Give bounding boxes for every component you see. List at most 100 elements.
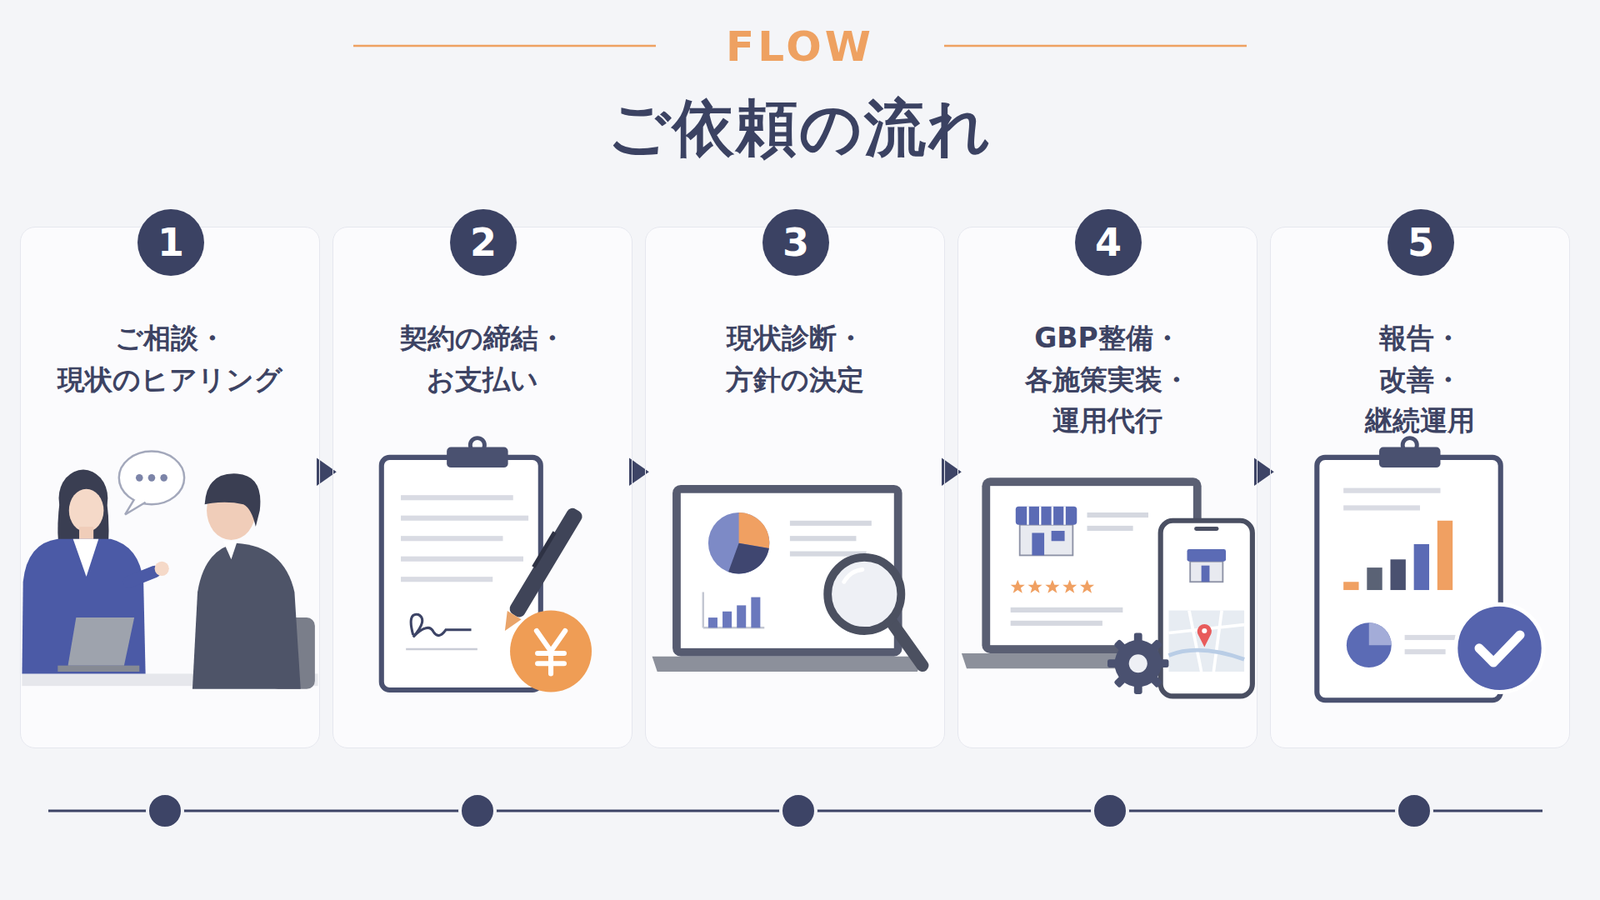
consultation-illustration-part bbox=[135, 474, 144, 482]
report-illustration-part bbox=[1455, 604, 1544, 692]
gbp-illustration-part-part bbox=[1087, 525, 1134, 531]
consultation-illustration-part bbox=[155, 561, 170, 576]
contract-illustration-part-part bbox=[507, 505, 585, 620]
card-body: 報告・改善・ 継続運用 bbox=[1280, 317, 1560, 442]
consultation-illustration-part bbox=[73, 539, 100, 577]
step-card: 現状診断・ 方針の決定 3 bbox=[645, 226, 945, 749]
step-number: 4 bbox=[1095, 223, 1122, 262]
gbp-illustration-part bbox=[1027, 506, 1065, 525]
diagnosis-illustration-part bbox=[702, 591, 705, 628]
timeline-part-part bbox=[147, 793, 183, 829]
report-illustration-part bbox=[1390, 559, 1405, 590]
diagnosis-illustration-part bbox=[728, 543, 770, 575]
report-illustration-part-part bbox=[1405, 649, 1446, 655]
timeline-part-part bbox=[780, 793, 816, 829]
flow-arrow bbox=[632, 470, 645, 474]
timeline bbox=[48, 793, 1543, 829]
step-heading: GBP整備・ 各施策実装・ 運用代行 bbox=[1025, 317, 1190, 442]
diagnosis-illustration-part bbox=[652, 656, 923, 672]
gbp-illustration-part-part bbox=[1010, 620, 1103, 626]
step-heading: 現状診断・ 方針の決定 bbox=[725, 317, 865, 400]
report-illustration-part bbox=[1343, 581, 1359, 590]
gbp-illustration-part-part bbox=[1062, 580, 1077, 594]
gbp-illustration-part bbox=[1051, 530, 1065, 541]
gbp-illustration-part-part bbox=[1113, 639, 1163, 689]
step-heading: 報告・改善・ 継続運用 bbox=[1365, 317, 1475, 442]
timeline-part-part bbox=[1396, 793, 1432, 829]
card-fill-part bbox=[645, 226, 945, 749]
step-heading: 契約の締結・ お支払い bbox=[400, 317, 566, 400]
card-body: 現状診断・ 方針の決定 bbox=[655, 317, 935, 400]
consultation-illustration-part bbox=[148, 474, 156, 482]
consultation-illustration-part bbox=[119, 451, 185, 505]
gbp-illustration-part bbox=[1194, 526, 1219, 531]
consultation-illustration-part bbox=[205, 473, 261, 527]
flow-arrow bbox=[945, 470, 958, 474]
card-fill-part bbox=[957, 226, 1258, 749]
report-illustration-part bbox=[1414, 544, 1430, 590]
gbp-illustration-part bbox=[1107, 632, 1169, 694]
report-illustration-part bbox=[1379, 447, 1440, 468]
step-number-circle: 5 bbox=[1387, 209, 1455, 276]
page-title: ご依頼の流れ bbox=[0, 96, 1600, 159]
flow-rule-part bbox=[353, 45, 656, 48]
contract-illustration-part-part bbox=[531, 530, 556, 569]
card-body: 契約の締結・ お支払い bbox=[343, 317, 622, 400]
step-number: 5 bbox=[1407, 223, 1435, 262]
gbp-illustration-part bbox=[1015, 506, 1077, 525]
step-number: 1 bbox=[157, 223, 185, 262]
section-label: FLOW bbox=[0, 25, 1600, 68]
card-body: ご相談・ 現状のヒアリング bbox=[30, 317, 310, 400]
diagnosis-illustration-part-part bbox=[722, 611, 732, 629]
contract-illustration-part bbox=[400, 495, 529, 582]
diagnosis-illustration-part bbox=[790, 520, 872, 557]
gbp-illustration-part-part bbox=[1010, 580, 1025, 594]
timeline-part bbox=[147, 793, 1432, 829]
consultation-illustration-part bbox=[129, 571, 155, 582]
report-illustration-part bbox=[1346, 622, 1392, 668]
diagnosis-illustration-part-part bbox=[750, 597, 760, 629]
contract-illustration-part-part bbox=[400, 576, 493, 582]
gbp-illustration-part bbox=[1168, 610, 1245, 672]
contract-illustration-part-part bbox=[400, 535, 503, 541]
consultation-illustration-part bbox=[68, 617, 135, 666]
diagnosis-illustration-part bbox=[708, 512, 770, 574]
gbp-illustration-part bbox=[1187, 549, 1227, 562]
timeline-part-part bbox=[460, 793, 495, 829]
gbp-illustration-part bbox=[1129, 654, 1148, 673]
step-number: 3 bbox=[782, 223, 810, 262]
gbp-illustration-part bbox=[1020, 525, 1074, 556]
report-illustration-part bbox=[1369, 622, 1392, 645]
step-heading: ご相談・ 現状のヒアリング bbox=[57, 317, 283, 400]
gbp-illustration-part bbox=[1010, 512, 1149, 626]
consultation-illustration-part bbox=[160, 474, 168, 482]
contract-illustration-part bbox=[536, 630, 565, 674]
report-illustration-part bbox=[1437, 520, 1453, 590]
contract-illustration-part bbox=[510, 610, 592, 693]
flow-arrow bbox=[1257, 470, 1270, 474]
contract-illustration bbox=[381, 438, 592, 693]
timeline-part-part bbox=[1092, 793, 1128, 829]
gbp-illustration-part-part bbox=[1080, 580, 1095, 594]
report-illustration-part-part bbox=[1343, 505, 1420, 510]
card-fill bbox=[20, 226, 1570, 749]
gbp-illustration-part bbox=[1190, 561, 1223, 582]
card-body: GBP整備・ 各施策実装・ 運用代行 bbox=[968, 317, 1247, 442]
diagnosis-illustration-part bbox=[739, 512, 770, 549]
report-illustration-part bbox=[1479, 635, 1520, 663]
gbp-illustration-part-part bbox=[1115, 640, 1162, 687]
step-number-circle: 4 bbox=[1075, 209, 1142, 276]
gbp-illustration-part-part bbox=[1010, 607, 1124, 613]
gbp-illustration-part bbox=[1201, 628, 1207, 634]
gbp-illustration bbox=[961, 477, 1253, 696]
contract-illustration-part-part bbox=[400, 515, 529, 521]
step-card: GBP整備・ 各施策実装・ 運用代行 4 bbox=[957, 226, 1258, 749]
step-number: 2 bbox=[470, 223, 497, 262]
consultation-illustration-part bbox=[21, 539, 145, 675]
gbp-illustration-part-part bbox=[1087, 512, 1149, 518]
contract-illustration-part bbox=[446, 447, 508, 468]
diagnosis-illustration-part bbox=[672, 485, 903, 657]
card-fill-part bbox=[332, 226, 633, 749]
step-number-circle: 3 bbox=[762, 209, 830, 276]
diagnosis-illustration-part bbox=[891, 622, 923, 665]
